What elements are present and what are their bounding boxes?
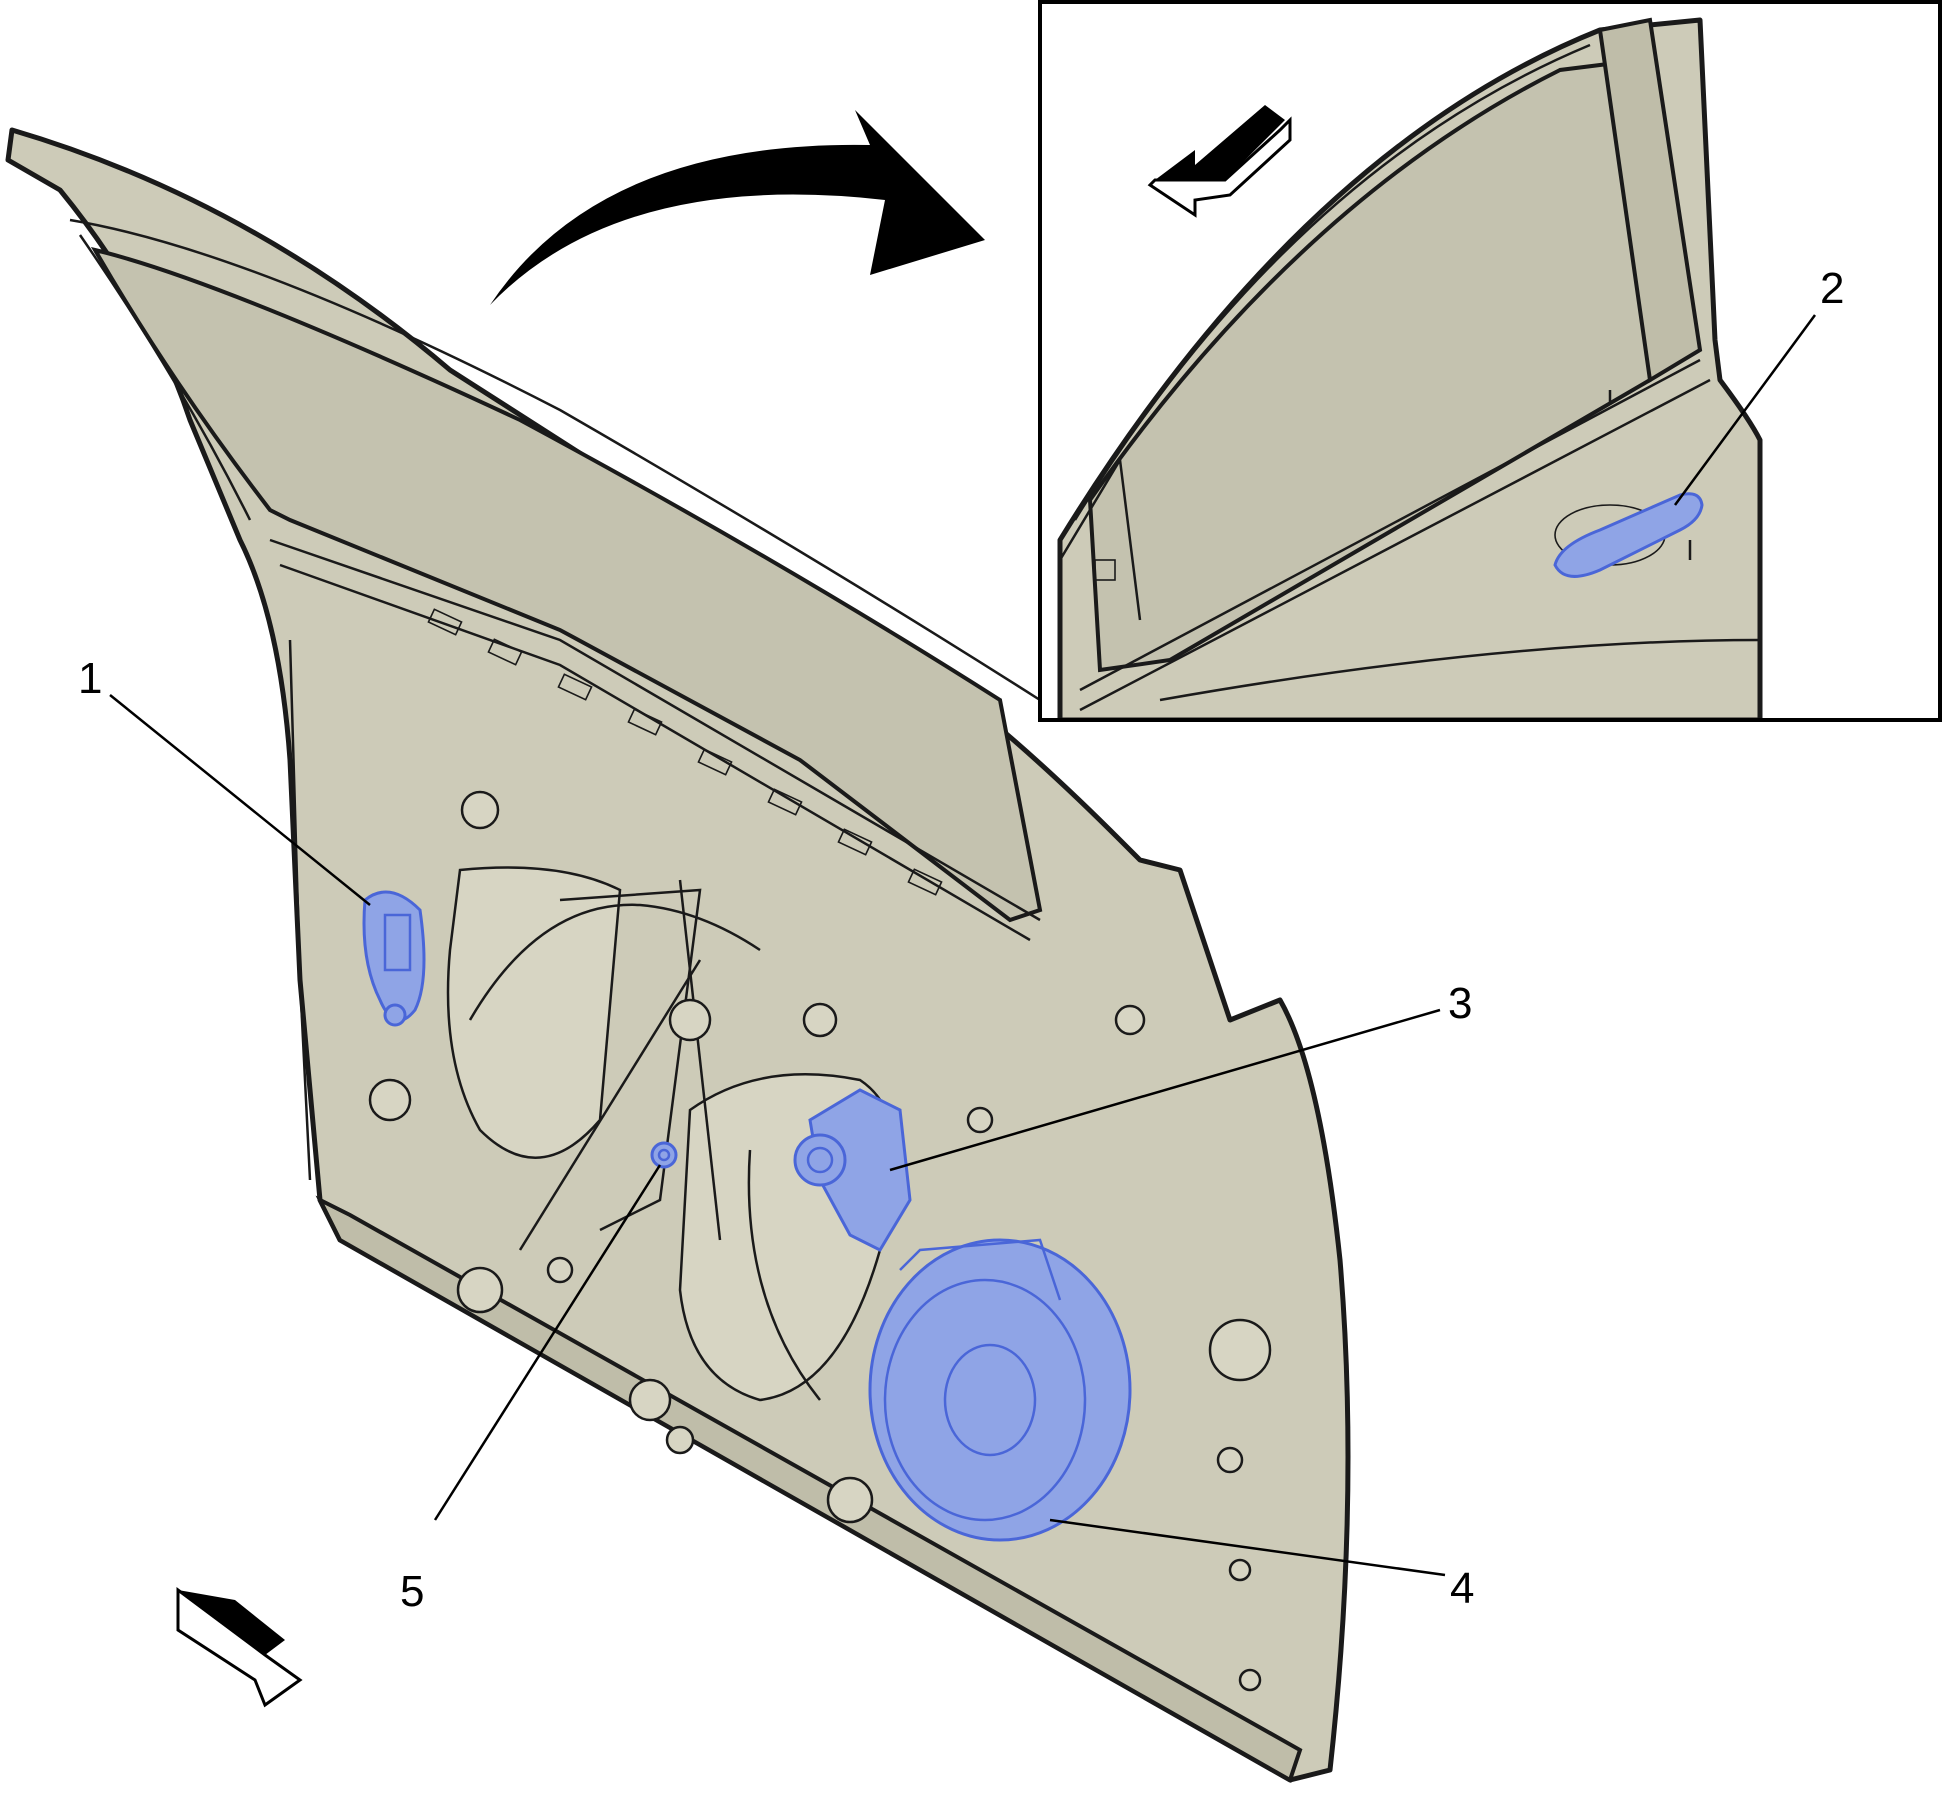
leader-lines — [109, 314, 1817, 1577]
belt-slots — [427, 608, 943, 896]
callout-1: 1 — [78, 654, 102, 703]
inset-outer-view — [1038, 0, 1942, 722]
callout-3: 3 — [1448, 979, 1472, 1028]
speaker — [868, 1238, 1132, 1542]
door-switch-sensor — [650, 1141, 678, 1169]
window-regulator-motor — [793, 1088, 912, 1252]
door-lock-actuator — [362, 890, 426, 1027]
view-direction-arrow-icon — [176, 1587, 303, 1708]
callout-4: 4 — [1450, 1564, 1474, 1613]
rotate-view-arrow-icon — [490, 110, 985, 305]
inset-direction-arrow-icon — [1147, 116, 1292, 218]
mounting-holes — [368, 790, 1272, 1692]
outside-door-handle — [1553, 492, 1704, 578]
callout-2: 2 — [1820, 264, 1844, 313]
callout-5: 5 — [400, 1567, 424, 1616]
